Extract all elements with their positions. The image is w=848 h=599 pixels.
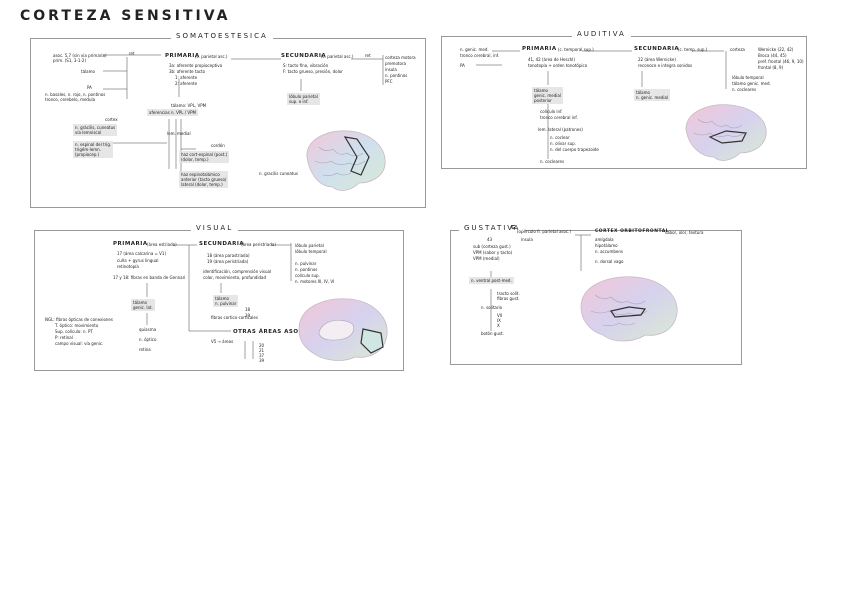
below-line: n. olivar sup. xyxy=(550,141,576,146)
sec-right: 18 xyxy=(245,307,251,312)
below-line: IX xyxy=(497,318,501,323)
nucleus-box: tálamo genic. lat. xyxy=(131,299,155,311)
below-line: n. coclear xyxy=(550,135,570,140)
right-head: CORTEX ORBITOFRONTAL xyxy=(595,229,670,234)
primaria-line: 41, 42 (área de Heschl) xyxy=(528,57,575,62)
secundaria-line: 18 (área parastriada) xyxy=(207,253,250,258)
secundaria-heading: SECUNDARIA xyxy=(281,53,327,59)
lower-head: cordón xyxy=(211,143,225,148)
primaria-heading: PRIMARIA xyxy=(113,241,148,247)
panel-visual: VISUAL PRIMARIA (área estriada) 17 (área… xyxy=(34,224,404,371)
below-line: n. solitario xyxy=(481,305,503,310)
secundaria-sub: (área peristriada) xyxy=(241,242,276,247)
otras-sub: V5 → áreas xyxy=(211,339,234,344)
bottom-label: n. cocleares xyxy=(540,159,565,164)
mid-left-head: cortex xyxy=(105,117,118,122)
panel-gustativa: GUSTATIVA G (opérculo fr. parietal asoc.… xyxy=(450,224,742,365)
lemnisco-label: lem. medial xyxy=(167,131,191,136)
panel-title: AUDITIVA xyxy=(572,30,631,38)
secundaria-box: lóbulo parietal sup. e inf. xyxy=(287,93,320,105)
connector-lines xyxy=(146,243,292,359)
below-line: lem. lateral (patrones) xyxy=(538,127,583,132)
brain-illustration xyxy=(685,104,767,161)
primaria-sub: (área estriada) xyxy=(147,242,177,247)
nucleus-box: n. ventral post-med. xyxy=(469,277,514,284)
right-head: corteza xyxy=(730,47,745,52)
nucleus-box: tálamo genic. medial posterior xyxy=(532,87,563,104)
secundaria-heading: SECUNDARIA xyxy=(634,46,680,52)
main-sub: (opérculo fr. parietal asoc.) xyxy=(517,229,571,234)
below-line: n. del cuerpo trapezoide xyxy=(550,147,599,152)
below-line: fibras gust. xyxy=(497,296,520,301)
secundaria-line: color, movimiento, profundidad xyxy=(203,275,266,280)
right-sub: sabor, olor, textura xyxy=(665,230,704,235)
lower-side: n. gracilis cuneatus xyxy=(259,171,298,176)
page-title: CORTEZA SENSITIVA xyxy=(20,8,231,24)
secundaria-line: identificación, comprensión visual xyxy=(203,269,272,274)
brain-illustration xyxy=(298,298,388,361)
secundaria-sub: (c. parietal asc.) xyxy=(321,54,354,59)
below-line: colículo inf. xyxy=(540,109,563,114)
primaria-sub: (c. temporal sup.) xyxy=(558,47,594,52)
secundaria-line: 19 (área peristriada) xyxy=(207,259,249,264)
secundaria-heading: SECUNDARIA xyxy=(199,241,245,247)
primaria-sub: (c. parietal asc.) xyxy=(195,54,228,59)
connector-lines xyxy=(490,234,591,331)
nucleus-label: tálamo: VPL, VPM xyxy=(171,103,207,108)
panel-title: SOMATOESTESICA xyxy=(171,32,273,40)
primaria-line: retinotopía xyxy=(117,264,139,269)
secundaria-line: 22 (área Wernicke) xyxy=(638,57,676,62)
panel-title: VISUAL xyxy=(191,224,239,232)
lower-box-a: haz cort-espinal (post.) (dolor, temp.) xyxy=(179,151,230,163)
primaria-line: tonotopía + orden tonotópico xyxy=(528,63,588,68)
lower-box-b: haz espinotalámico anterior (tacto grues… xyxy=(179,171,229,188)
primaria-extra: 17 y 18: fibras en banda de Gennari xyxy=(113,275,186,280)
brain-illustration xyxy=(306,130,386,191)
panel-somatoestesica: SOMATOESTESICA asoc. 5,7 (sin via primar… xyxy=(30,32,426,208)
connector-lines xyxy=(476,50,727,159)
panel-title: GUSTATIVA xyxy=(459,224,526,232)
secundaria-sub: (c. temp. sup.) xyxy=(678,47,708,52)
below-line: VII xyxy=(497,313,503,318)
nucleus-box: aferencias n. VPL / VPM xyxy=(147,109,198,116)
cortical-label: fibras cortico-corticales xyxy=(211,315,258,320)
secundaria-box: tálamo n. genic. medial xyxy=(634,89,671,101)
ret-right: ret xyxy=(365,53,371,58)
primaria-heading: PRIMARIA xyxy=(522,46,557,52)
bottom-label: botón gust. xyxy=(481,331,504,336)
secundaria-box: tálamo n. pulvinar xyxy=(213,295,239,307)
primaria-heading: PRIMARIA xyxy=(165,53,200,59)
sec-right: 19 xyxy=(245,313,251,318)
secundaria-line: reconoce e integra sonidos xyxy=(638,63,693,68)
main-head: G xyxy=(511,225,517,231)
brain-illustration xyxy=(580,276,678,342)
below-line: tronco cerebral inf. xyxy=(540,115,578,120)
panel-auditiva: AUDITIVA n. genic. med. tronco cerebral,… xyxy=(441,30,807,169)
mid-left-box-2: n. espinal del trig. trigém-lemn. (propi… xyxy=(73,141,114,158)
arrow-label: ret xyxy=(129,51,135,56)
below-line: tracto solit. xyxy=(497,291,520,296)
mid-left-box: n. grácilis, cuneatus vía lemniscal xyxy=(73,124,118,136)
primaria-line: 17 (área calcarina = V1) xyxy=(117,251,167,256)
primaria-line: cuña + gyrus lingual xyxy=(117,258,159,263)
otras-heading: OTRAS ÁREAS ASOC. VISUAL xyxy=(233,329,334,335)
below-line: X xyxy=(497,323,500,328)
